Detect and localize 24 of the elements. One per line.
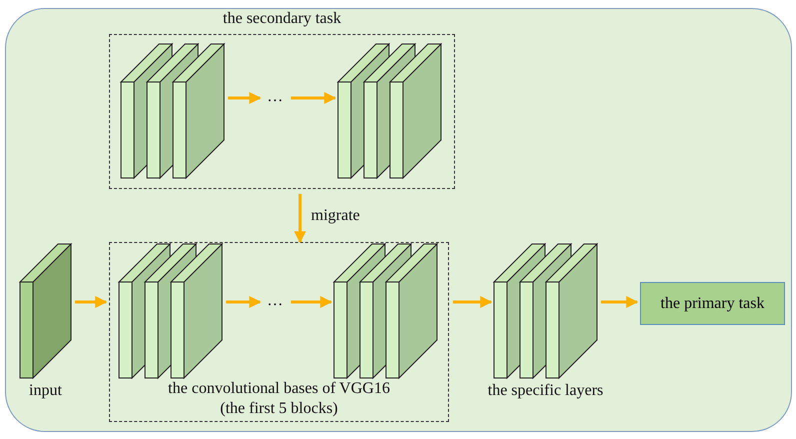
arrow bbox=[291, 92, 336, 104]
layer-stack-drawing bbox=[494, 244, 597, 378]
ellipsis: … bbox=[266, 87, 284, 107]
edge-label: migrate bbox=[309, 206, 362, 226]
arrow bbox=[228, 92, 262, 104]
input-layer-drawing bbox=[20, 244, 71, 378]
layer-stack-drawing bbox=[119, 244, 222, 378]
layer-caption: input bbox=[28, 381, 63, 401]
arrow bbox=[294, 194, 306, 244]
group-caption: the convolutional bases of VGG16 (the first 5 blocks) bbox=[167, 379, 391, 419]
arrow bbox=[453, 296, 492, 308]
panel-background bbox=[5, 8, 792, 432]
layer-caption: the specific layers bbox=[486, 381, 604, 401]
arrow bbox=[291, 296, 332, 308]
layer-stack-drawing bbox=[338, 44, 441, 178]
arrow bbox=[226, 296, 262, 308]
layer-stack-drawing bbox=[121, 44, 224, 178]
group-heading: the secondary task bbox=[222, 9, 342, 29]
task-box: the primary task bbox=[640, 282, 785, 325]
dashed-group-frame bbox=[109, 242, 449, 422]
layer-stack-drawing bbox=[334, 244, 437, 378]
ellipsis: … bbox=[266, 291, 284, 311]
arrow bbox=[601, 296, 638, 308]
arrow bbox=[75, 296, 108, 308]
